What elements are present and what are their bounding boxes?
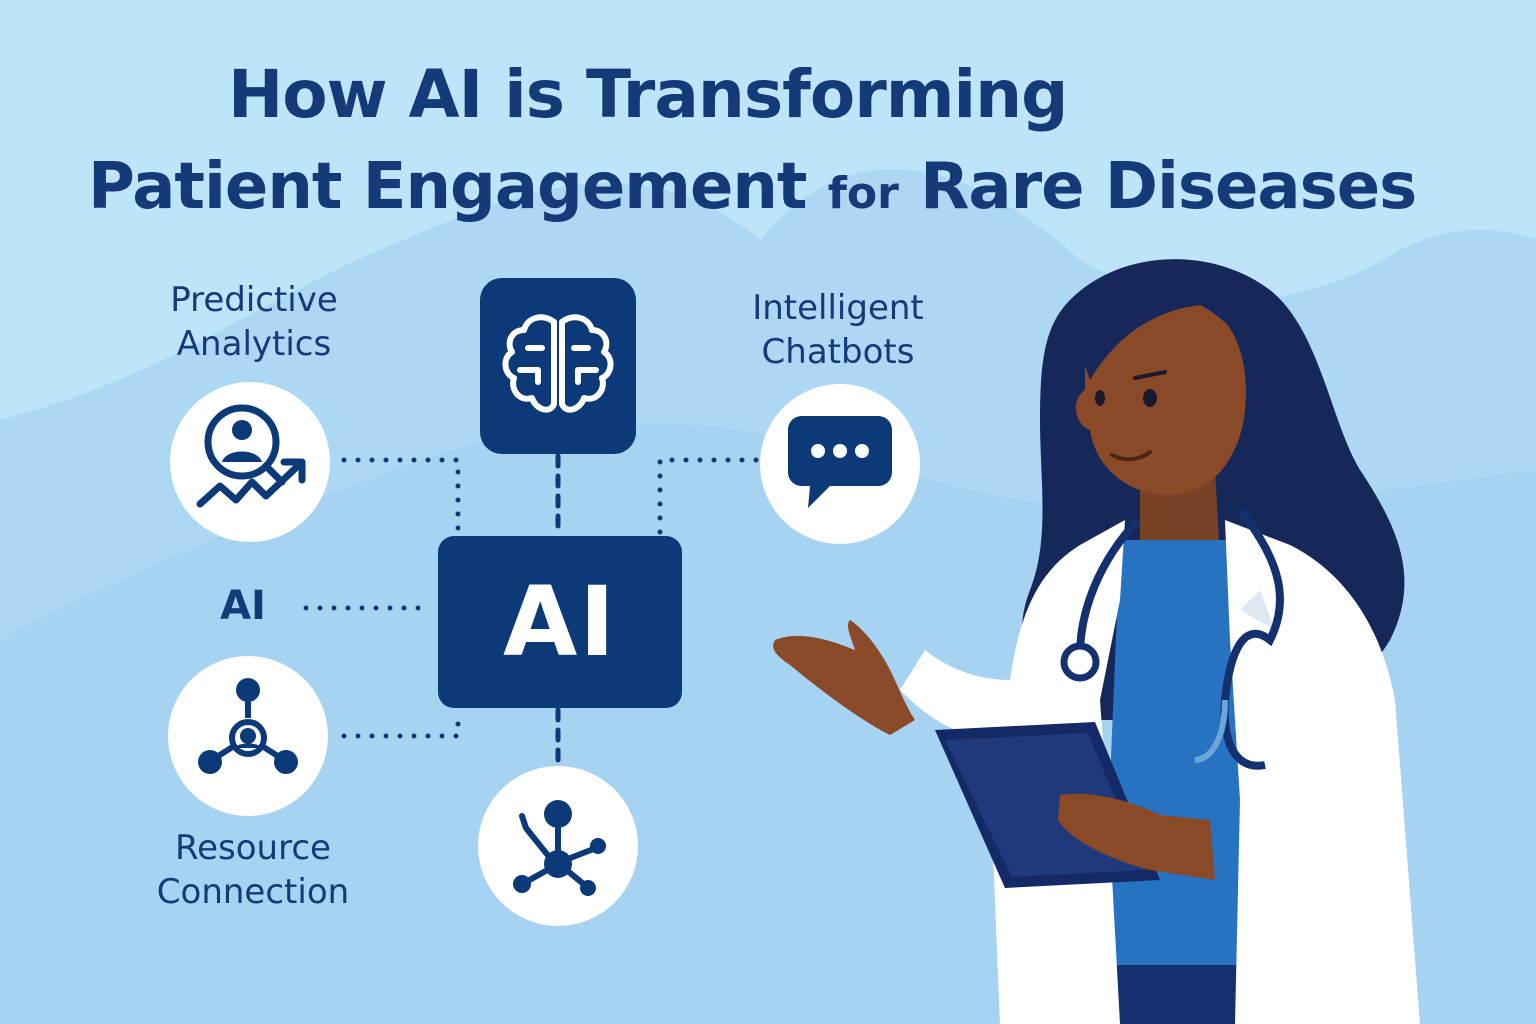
predictive-analytics-circle [170,382,330,542]
hub-icon [198,678,298,774]
connector-lines [303,453,759,769]
brain-icon [502,314,614,413]
resource-label-line-2: Connection [156,872,350,912]
doctor-figure [773,259,1420,1024]
analytics-icon [196,404,306,508]
predictive-label-line-1: Predictive [170,280,338,320]
chat-bubble-icon [788,416,892,508]
predictive-label-line-2: Analytics [176,324,332,364]
intelligent-chatbots-circle [760,384,920,544]
resource-connection-label: Resource Connection [128,826,378,914]
chatbots-label-line-1: Intelligent [752,288,924,328]
resource-label-line-1: Resource [175,828,331,868]
intelligent-chatbots-label: Intelligent Chatbots [720,286,956,374]
chatbots-label-line-2: Chatbots [761,332,915,372]
network-icon [513,800,606,896]
ai-center-box: AI [438,536,682,708]
title-line-2: Patient Engagement for Rare Diseases [88,150,1417,224]
predictive-analytics-label: Predictive Analytics [140,278,368,366]
title-line-2-start: Patient Engagement [88,150,807,224]
title-line-2-end: Rare Diseases [920,150,1417,224]
network-circle [478,766,638,926]
title-for-word: for [827,168,899,219]
ai-side-label: AI [220,583,266,629]
resource-connection-circle [168,656,328,816]
title-line-1: How AI is Transforming [228,56,1068,133]
brain-tile [480,278,636,454]
